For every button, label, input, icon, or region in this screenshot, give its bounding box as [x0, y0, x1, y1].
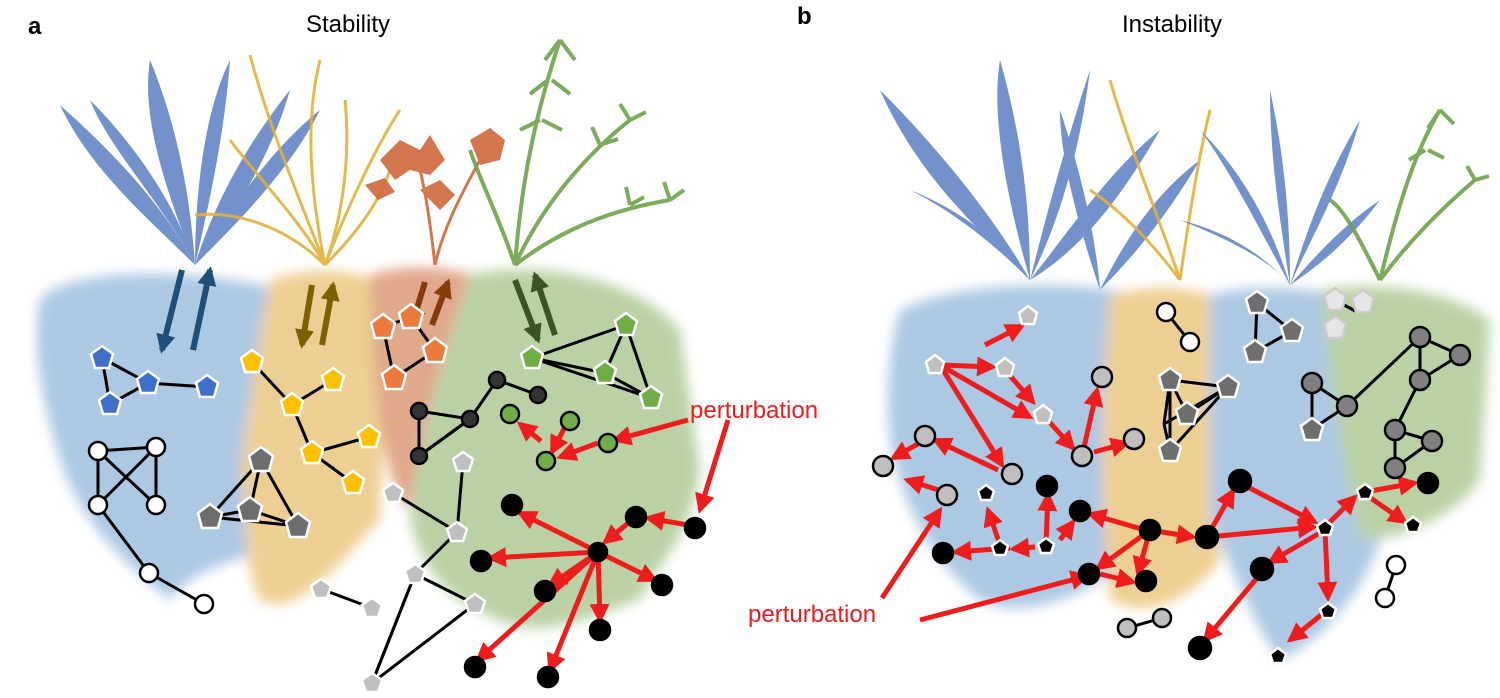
- plant-green-b: [1328, 108, 1490, 282]
- panel-b: b Instability: [748, 3, 1490, 665]
- perturbation-label-b: perturbation: [748, 601, 876, 628]
- plant-blue-a: [60, 60, 320, 265]
- perturbation-label-a: perturbation: [690, 397, 818, 424]
- panel-a: a Stability: [28, 11, 818, 694]
- pentagon-nodes-b: [924, 286, 1423, 665]
- plant-blue-b1: [880, 60, 1200, 290]
- perturbation-arrows-a: [475, 417, 731, 674]
- plant-orange-a: [365, 128, 505, 266]
- panel-b-title: Instability: [1122, 11, 1222, 38]
- plant-green-a: [468, 38, 686, 267]
- circle-nodes-b: [871, 301, 1472, 661]
- circle-nodes-a: [87, 370, 707, 689]
- plant-yellow-a: [194, 54, 402, 267]
- panel-a-title: Stability: [306, 11, 390, 38]
- plant-blue-b2: [1180, 90, 1380, 285]
- exchange-arrows-a: [156, 266, 558, 354]
- panel-b-letter: b: [797, 3, 812, 30]
- panel-a-letter: a: [28, 13, 42, 40]
- perturbation-arrows-b: [879, 323, 1419, 644]
- pentagon-nodes-a: [89, 302, 664, 694]
- plant-yellow-b: [1089, 79, 1212, 281]
